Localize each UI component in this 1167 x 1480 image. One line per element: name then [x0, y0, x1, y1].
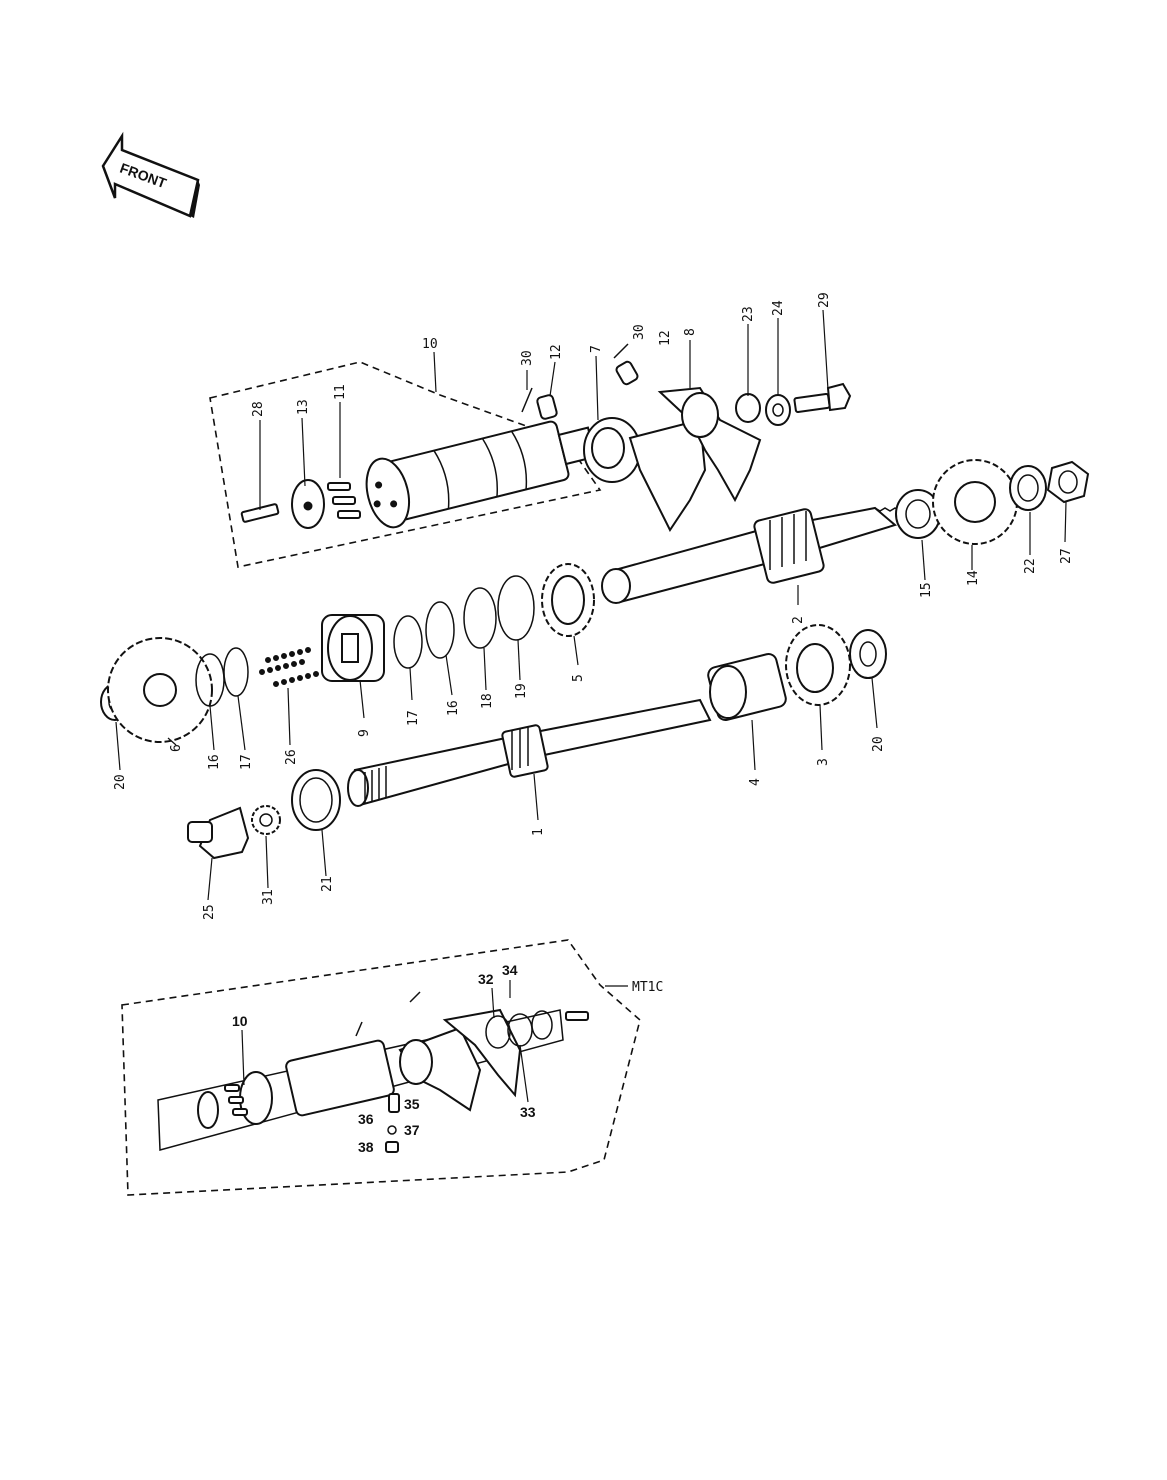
front-arrow-icon: FRONT [101, 131, 200, 218]
input-shaft-end-parts [187, 769, 341, 860]
callout-9: 9 [357, 729, 372, 737]
callout-8: 8 [683, 328, 698, 336]
callout-19: 19 [514, 683, 529, 699]
variant-tag: MT1C [632, 980, 663, 995]
callout-30a: 30 [520, 350, 535, 366]
callout-24: 24 [771, 300, 786, 316]
callout-26: 26 [284, 749, 299, 765]
shift-forks [583, 386, 762, 532]
callout-25: 25 [202, 904, 217, 920]
callout-17b: 17 [406, 710, 421, 726]
callout-17a: 17 [239, 754, 254, 770]
callout-3: 3 [816, 758, 831, 766]
callout-6: 6 [169, 744, 184, 752]
inset-callout-32: 32 [478, 971, 494, 987]
callout-5: 5 [571, 674, 586, 682]
clutch-row-parts [100, 563, 595, 743]
fastener-set [735, 382, 852, 426]
callout-18: 18 [480, 693, 495, 709]
leader-lines [115, 309, 1067, 901]
callout-14: 14 [966, 570, 981, 586]
callout-12a: 12 [549, 344, 564, 360]
inset-callout-37: 37 [404, 1122, 420, 1138]
callout-11: 11 [333, 384, 348, 400]
callout-16a: 16 [207, 754, 222, 770]
callout-2: 2 [791, 616, 806, 624]
callout-15: 15 [919, 582, 934, 598]
callout-31: 31 [261, 889, 276, 905]
callout-16b: 16 [446, 700, 461, 716]
inset-callout-10: 10 [232, 1013, 248, 1029]
mt1c-inset: MT1C 10 32 34 33 35 36 37 38 [121, 939, 663, 1196]
callout-13: 13 [296, 399, 311, 415]
callout-27: 27 [1059, 548, 1074, 564]
inset-callout-34: 34 [502, 962, 518, 978]
callout-22: 22 [1023, 558, 1038, 574]
input-shaft [347, 698, 712, 807]
inset-callout-36: 36 [358, 1111, 374, 1127]
callout-30b: 30 [632, 324, 647, 340]
callout-29: 29 [817, 292, 832, 308]
ball-set [259, 647, 319, 687]
output-shaft-end-parts [895, 459, 1090, 545]
callout-23: 23 [741, 306, 756, 322]
callout-10: 10 [422, 337, 438, 352]
inset-callout-38: 38 [358, 1139, 374, 1155]
inset-callout-33: 33 [520, 1104, 536, 1120]
callout-1: 1 [531, 828, 546, 836]
inset-callout-35: 35 [404, 1096, 420, 1112]
callout-20b: 20 [871, 736, 886, 752]
input-shaft-gears [707, 624, 887, 721]
callout-4: 4 [748, 778, 763, 786]
callout-20a: 20 [113, 774, 128, 790]
callout-21: 21 [320, 876, 335, 892]
callout-7: 7 [589, 345, 604, 353]
callout-28: 28 [251, 401, 266, 417]
callout-12b: 12 [658, 330, 673, 346]
shift-drum-assembly [209, 361, 602, 568]
output-shaft [601, 506, 901, 604]
pins [521, 343, 639, 420]
callout-labels: 10 28 13 11 30 12 7 30 12 8 23 24 29 2 1… [113, 292, 1074, 920]
